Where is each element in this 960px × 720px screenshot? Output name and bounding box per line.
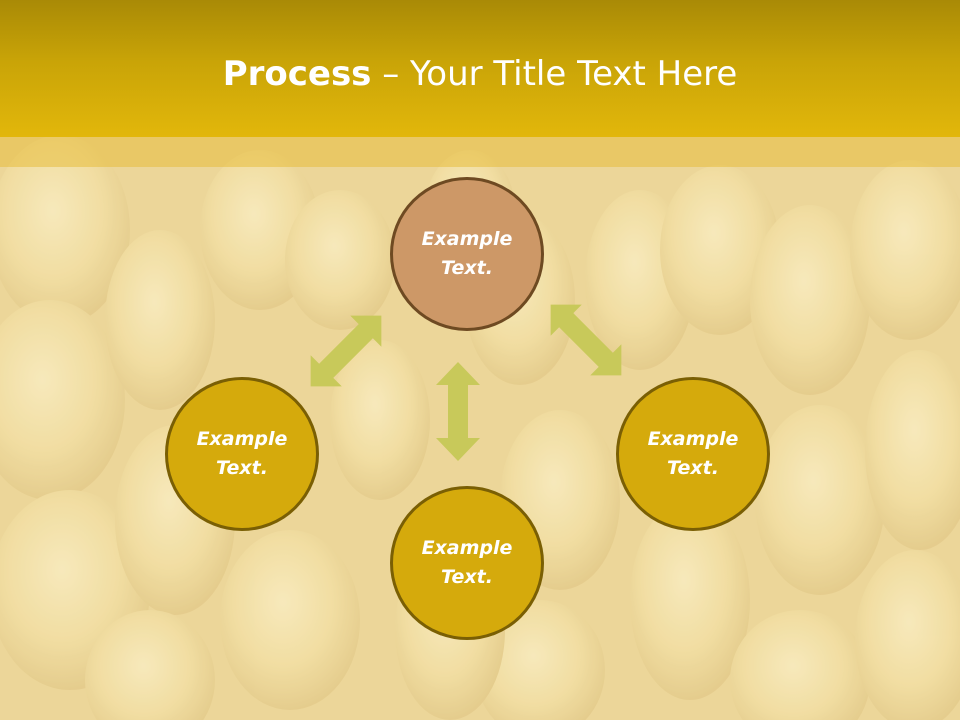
node-right-line2: Text. [667,457,719,479]
node-left-line2: Text. [216,457,268,479]
node-bottom-line1: Example [421,537,513,559]
node-left-line1: Example [196,428,288,450]
left-diagonal-double-arrow [310,315,382,387]
node-bottom-line2: Text. [441,566,493,588]
right-diagonal-double-arrow [550,304,622,376]
node-top-line1: Example [421,228,513,250]
title-bar-band [0,137,960,167]
slide-title[interactable]: Process – Your Title Text Here [0,52,960,96]
title-bold: Process [222,54,372,94]
node-top-line2: Text. [441,257,493,279]
title-bar [0,0,960,137]
title-rest: – Your Title Text Here [371,54,738,94]
vertical-double-arrow [436,362,480,461]
node-right-line1: Example [647,428,739,450]
